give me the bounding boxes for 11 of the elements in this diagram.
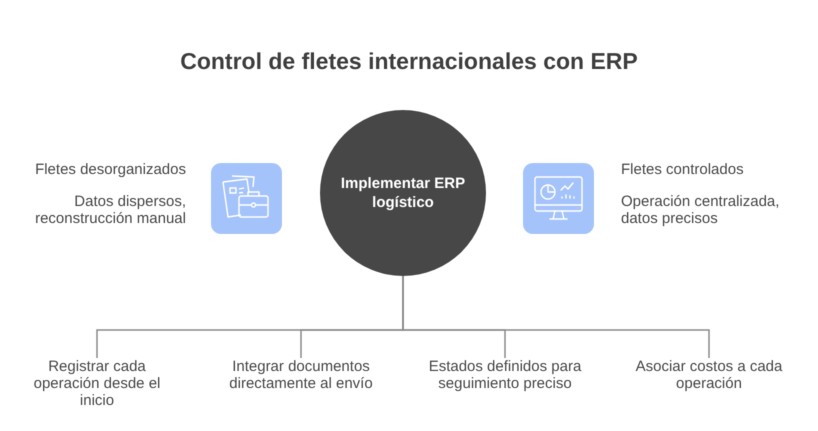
connector-line <box>402 276 710 358</box>
side-text: Operación centralizada, datos precisos <box>621 193 780 227</box>
step-text: Asociar costos a cada operación <box>624 358 794 392</box>
side-text: Fletes desorganizados <box>34 161 186 178</box>
circle-label: Implementar ERP logístico <box>340 174 466 212</box>
step-text: Integrar documentos directamente al envío <box>216 358 386 392</box>
step-text: Registrar cada operación desde el inicio <box>22 358 172 409</box>
diagram-title: Control de fletes internacionales con ERP <box>179 47 639 76</box>
step-text: Estados definidos para seguimiento preciso <box>417 358 593 392</box>
side-text: Fletes controlados <box>621 161 745 178</box>
side-text: Datos dispersos, reconstrucción manual <box>34 193 186 227</box>
